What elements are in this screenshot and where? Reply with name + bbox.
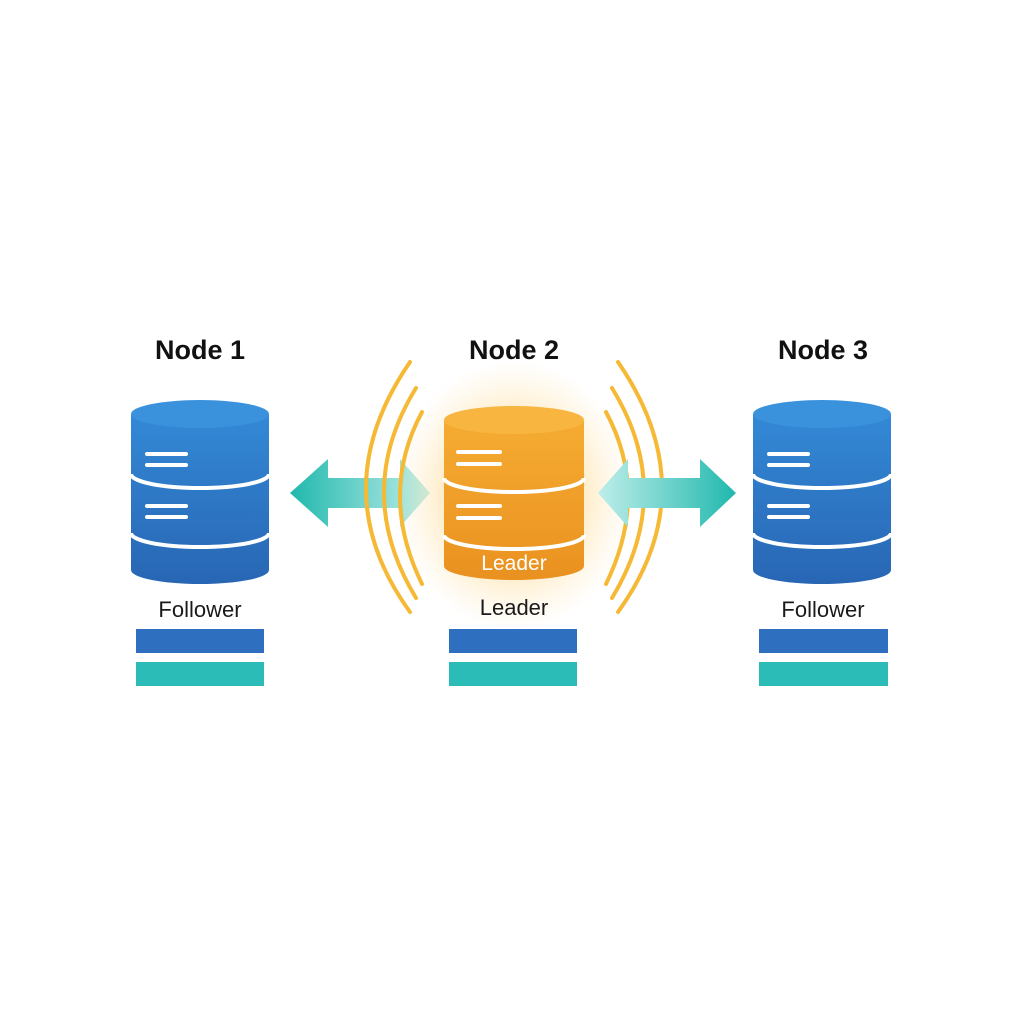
node-3-log-bar-teal: [759, 662, 888, 686]
node-3-title: Node 3: [778, 335, 868, 365]
arrow-node1-node2: [290, 459, 430, 527]
node-2-log-bar-teal: [449, 662, 577, 686]
node-3-log-bar-blue: [759, 629, 888, 653]
node-2-role-label: Leader: [480, 595, 549, 620]
node-3-role-label: Follower: [781, 597, 864, 622]
node-1-title: Node 1: [155, 335, 245, 365]
node-3-database-icon: [751, 400, 893, 584]
node-2-badge-label: Leader: [481, 552, 546, 575]
signal-arcs-left-icon: [364, 360, 424, 614]
node-1-log-bar-blue: [136, 629, 264, 653]
node-1-database-icon: [129, 400, 271, 584]
node-3: Node 3 Follower: [751, 335, 893, 686]
node-2-log-bar-blue: [449, 629, 577, 653]
node-2-database-icon: [442, 406, 586, 580]
node-1: Node 1 Follower: [129, 335, 271, 686]
node-1-role-label: Follower: [158, 597, 241, 622]
arrow-node2-node3: [598, 459, 736, 527]
node-2: Node 2 Leader Leader: [364, 335, 664, 686]
node-1-log-bar-teal: [136, 662, 264, 686]
